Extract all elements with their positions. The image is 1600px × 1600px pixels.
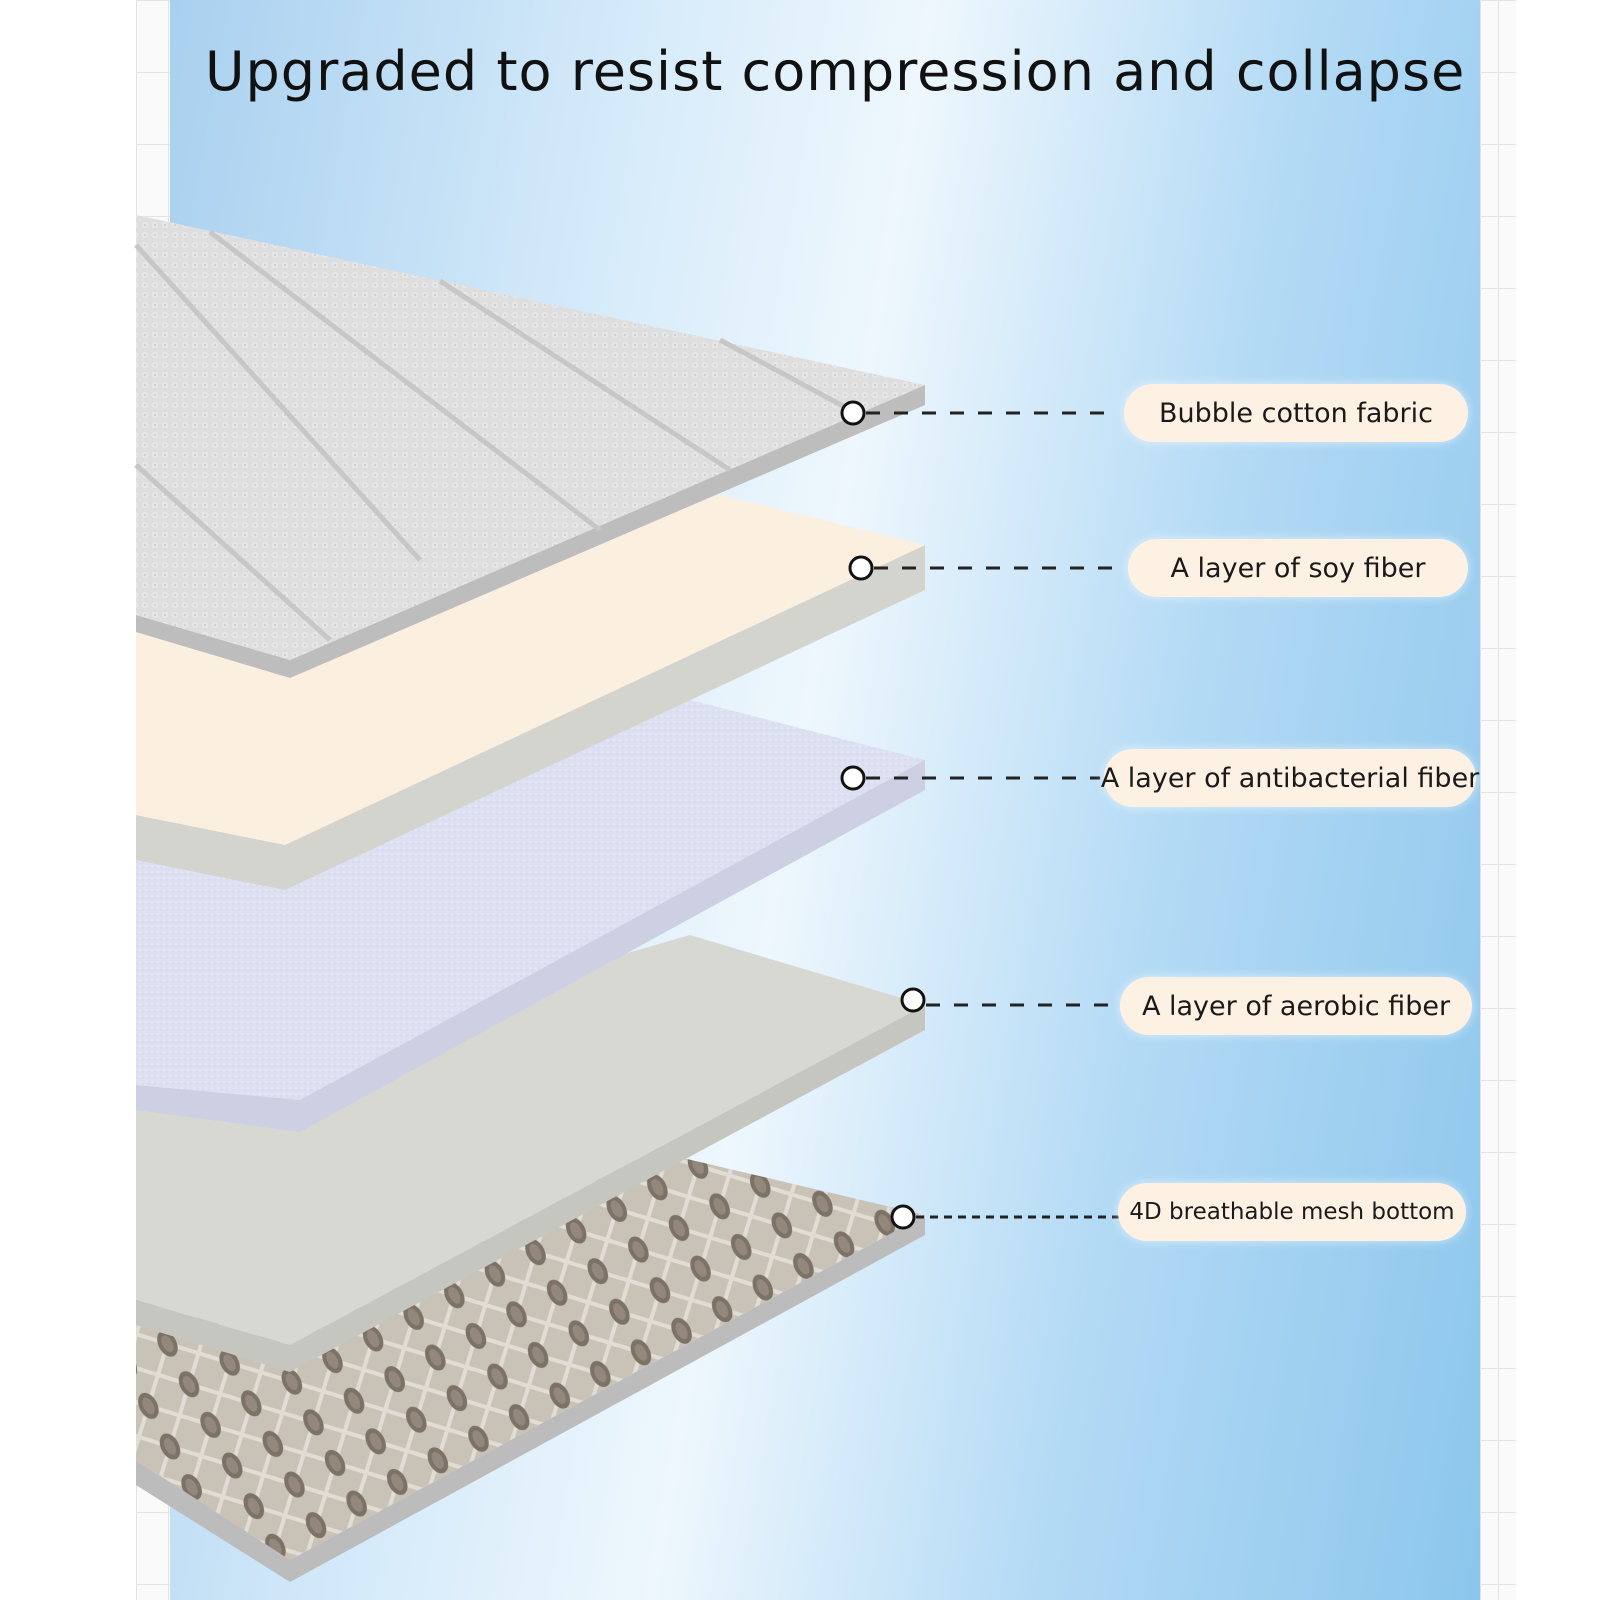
layer-aerobic-fiber — [136, 935, 925, 1372]
leader-lines — [866, 411, 1120, 1219]
marker-circles — [840, 400, 926, 1230]
label-soy-fiber: A layer of soy fiber — [1128, 539, 1468, 597]
layer-bubble-cotton-fabric — [134, 215, 925, 678]
label-mesh-bottom: 4D breathable mesh bottom — [1118, 1183, 1466, 1241]
label-aerobic-fiber: A layer of aerobic fiber — [1120, 977, 1472, 1035]
marker-circle-5 — [890, 1204, 916, 1230]
layer-soy-fiber — [136, 495, 925, 890]
grid-background-right — [1480, 0, 1516, 1600]
marker-circle-4 — [900, 987, 926, 1013]
marker-circle-2 — [848, 555, 874, 581]
label-bubble-cotton-fabric: Bubble cotton fabric — [1124, 384, 1468, 442]
marker-circle-1 — [840, 400, 866, 426]
headline: Upgraded to resist compression and colla… — [205, 40, 1466, 103]
marker-circle-3 — [840, 765, 866, 791]
label-antibacterial-fiber: A layer of antibacterial fiber — [1101, 749, 1479, 807]
